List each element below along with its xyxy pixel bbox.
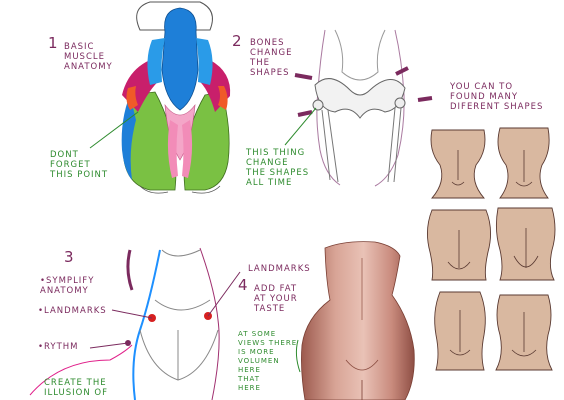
simplified-landmarks-figure [29,247,241,400]
step-1-note: DONT FORGET THIS POINT [50,150,109,180]
muscle-anatomy-figure [89,1,231,194]
step-2-number: 2 [232,32,242,50]
step-3-bullet-simplify: •SYMPLIFY ANATOMY [40,276,95,296]
bullet-text: RYTHM [44,342,79,352]
shapes-title: YOU CAN TO FOUND MANY DIFERENT SHAPES [450,82,544,112]
step-4-note: AT SOME VIEWS THERE IS MORE VOLUMEN HERE… [238,330,298,392]
step-1-number: 1 [48,34,58,52]
body-shapes-grid [427,127,556,371]
step-3-bullet-landmarks: •LANDMARKS [38,306,107,316]
step-2-title: BONES CHANGE THE SHAPES [250,38,293,78]
pelvis-bones-figure [284,29,433,187]
step-2-note: THIS THING CHANGE THE SHAPES ALL TIME [246,148,310,188]
step-3-note: CREATE THE ILLUSION OF [44,378,109,398]
landmarks-label: LANDMARKS [248,264,311,274]
bullet-text: LANDMARKS [44,306,107,316]
step-3-number: 3 [64,248,74,266]
step-1-title: BASIC MUSCLE ANATOMY [64,42,113,72]
step-3-bullet-rythm: •RYTHM [38,342,79,352]
step-4-title: ADD FAT AT YOUR TASTE [254,284,298,314]
step-4-number: 4 [238,276,248,294]
shape-details [447,150,539,357]
bullet-text: SYMPLIFY ANATOMY [40,276,95,296]
rendered-body-figure [295,241,415,400]
